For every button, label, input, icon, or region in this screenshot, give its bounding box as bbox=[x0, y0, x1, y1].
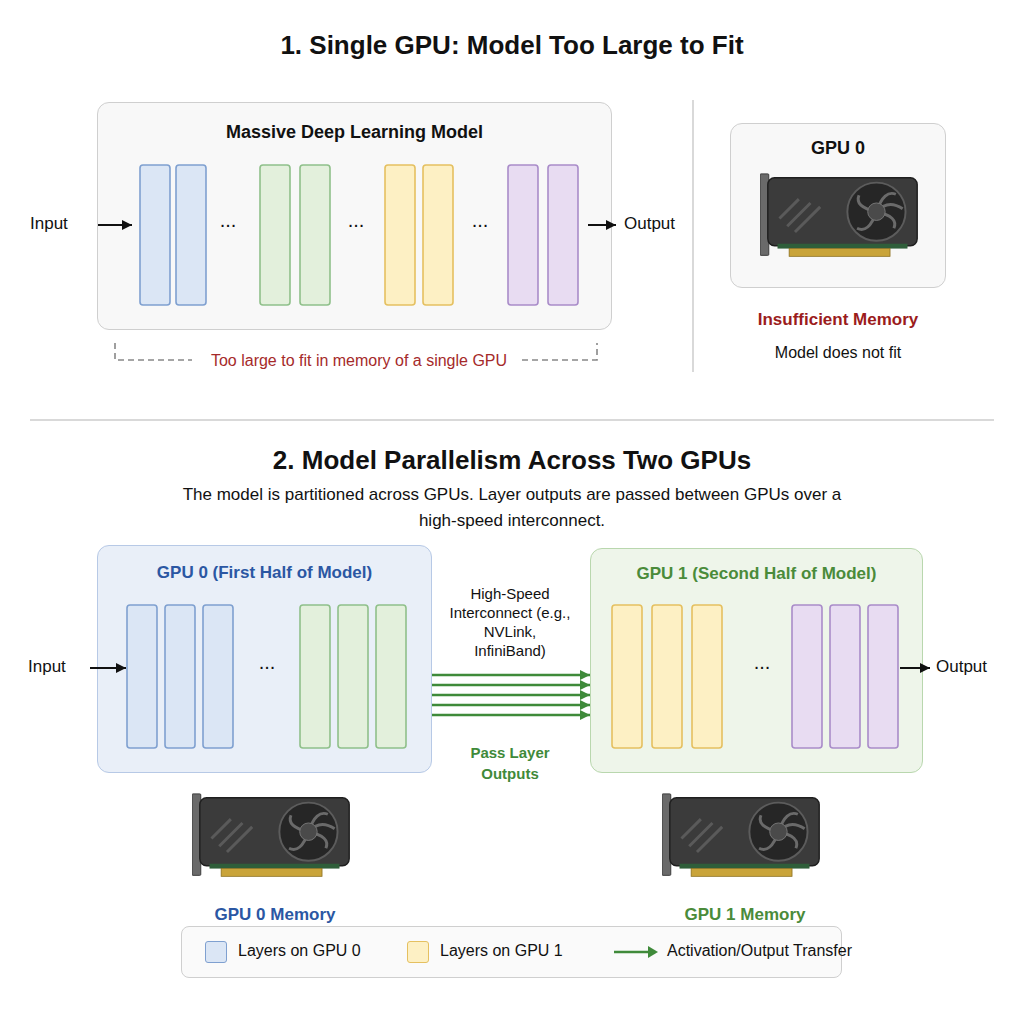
legend-arrow-head bbox=[648, 946, 658, 958]
legend-text: Activation/Output Transfer bbox=[667, 942, 852, 960]
ellipsis: ... bbox=[336, 208, 376, 232]
ellipsis: ... bbox=[460, 208, 500, 232]
ellipsis: ... bbox=[742, 650, 782, 674]
interconnect-label: High-Speed Interconnect (e.g., NVLink, I… bbox=[448, 584, 572, 660]
legend-arrow-line bbox=[614, 951, 650, 954]
input-label: Input bbox=[28, 657, 94, 677]
legend-swatch bbox=[205, 941, 227, 963]
edge-label: Pass Layer Outputs bbox=[458, 742, 562, 784]
section-subtitle: The model is partitioned across GPUs. La… bbox=[170, 482, 854, 534]
transfer-line bbox=[432, 674, 590, 677]
note-text: Model does not fit bbox=[720, 343, 956, 362]
ellipsis: ... bbox=[247, 650, 287, 674]
box-title: GPU 0 (First Half of Model) bbox=[98, 563, 431, 583]
divider-line bbox=[30, 419, 994, 421]
size-note: Too large to fit in memory of a single G… bbox=[194, 351, 524, 370]
legend-text: Layers on GPU 1 bbox=[440, 942, 563, 960]
transfer-line bbox=[432, 684, 590, 687]
output-label: Output bbox=[624, 214, 694, 234]
transfer-line bbox=[432, 714, 590, 717]
transfer-line bbox=[432, 694, 590, 697]
memory-label: GPU 0 Memory bbox=[170, 905, 380, 925]
legend-arrow-sample bbox=[610, 941, 660, 963]
memory-label: GPU 1 Memory bbox=[640, 905, 850, 925]
section-heading: 2. Model Parallelism Across Two GPUs bbox=[0, 445, 1024, 476]
legend-text: Layers on GPU 0 bbox=[238, 942, 361, 960]
box-title: Massive Deep Learning Model bbox=[98, 122, 611, 143]
ellipsis: ... bbox=[208, 208, 248, 232]
box-title: GPU 0 bbox=[731, 138, 945, 159]
gpu-card bbox=[192, 794, 349, 876]
output-label: Output bbox=[936, 657, 1022, 677]
transfer-line bbox=[432, 704, 590, 707]
layer-group-box: GPU 0 bbox=[730, 123, 946, 288]
legend-swatch bbox=[407, 941, 429, 963]
section-heading: 1. Single GPU: Model Too Large to Fit bbox=[0, 30, 1024, 61]
gpu-card bbox=[662, 794, 819, 876]
warning-text: Insufficient Memory bbox=[720, 310, 956, 330]
box-title: GPU 1 (Second Half of Model) bbox=[591, 564, 922, 584]
input-label: Input bbox=[30, 214, 96, 234]
divider-line bbox=[692, 100, 694, 372]
transfer-arrows bbox=[432, 675, 590, 715]
